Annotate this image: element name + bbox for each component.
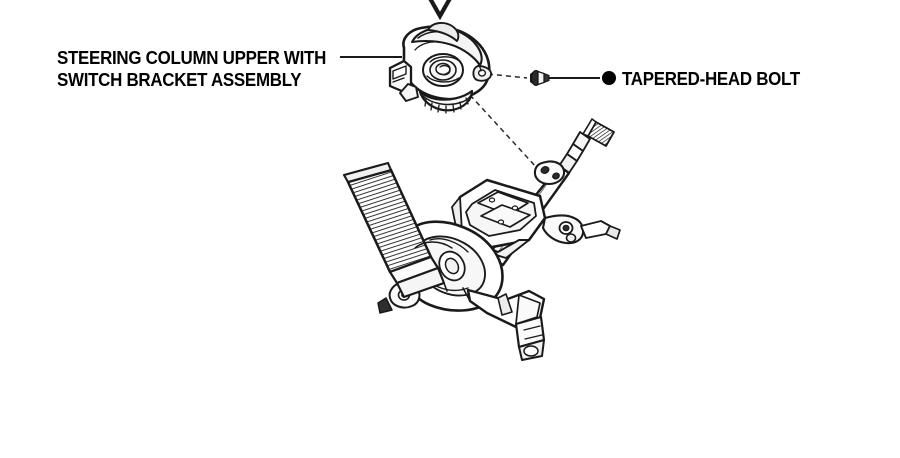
steering-column-assembly [342,118,621,361]
dashed-leader-to-bolt-hole [487,73,528,79]
assembly-direction-arrow [428,0,452,21]
callout-line-2: SWITCH BRACKET ASSEMBLY [57,70,302,90]
column-tube-boss [533,160,566,186]
bolt-glyph [530,70,550,86]
dashed-leader-to-column [469,94,549,181]
callout-line-1: STEERING COLUMN UPPER WITH [57,48,327,68]
callout-steering-column-upper: STEERING COLUMN UPPER WITH SWITCH BRACKE… [57,47,326,91]
tilt-lever-arm [541,214,621,245]
lower-yoke-joint [466,288,546,361]
electric-power-steering-motor [342,161,453,299]
callout-tapered-head-bolt: TAPERED-HEAD BOLT [622,69,800,89]
switch-bracket-assembly [388,22,493,114]
splined-shaft [558,118,615,174]
bullet-marker-icon [602,71,616,85]
